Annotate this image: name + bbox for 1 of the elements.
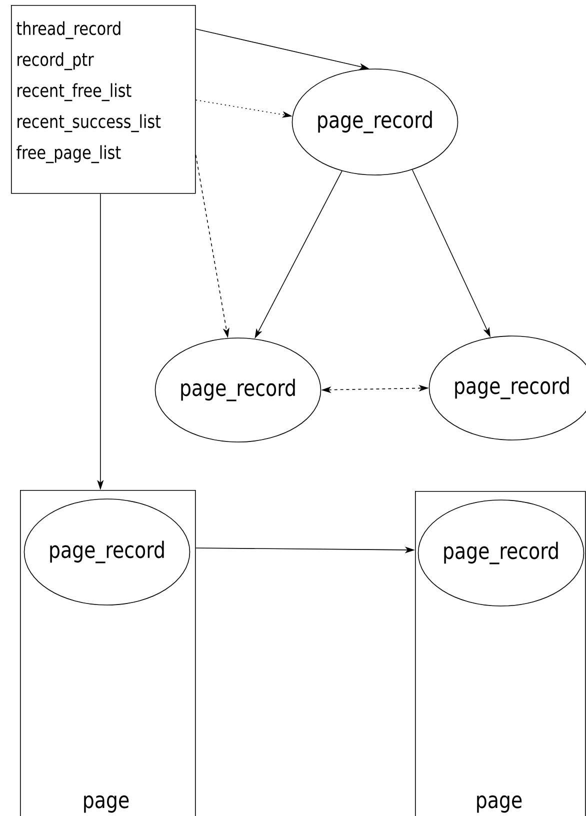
field-list-box: thread_record record_ptr recent_free_list recent_success_list free_page_list (11, 5, 196, 194)
